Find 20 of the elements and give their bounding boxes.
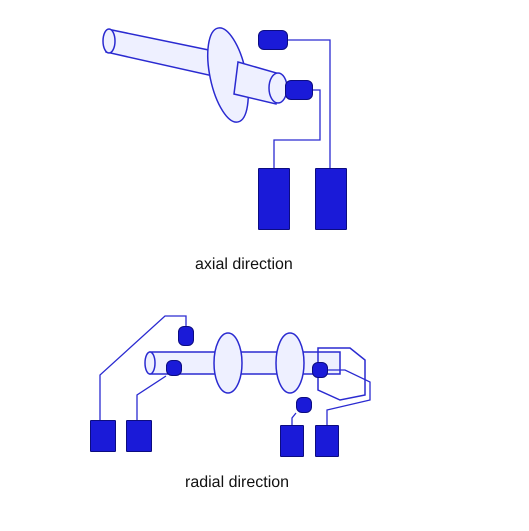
proximitor-block	[315, 425, 339, 457]
wire	[326, 369, 371, 425]
sensor-probe	[296, 397, 312, 413]
sensor-probe	[258, 30, 288, 50]
wire	[273, 89, 321, 168]
proximitor-block	[126, 420, 152, 452]
wire	[99, 315, 187, 420]
sensor-probe	[312, 362, 328, 378]
sensor-probe	[178, 326, 194, 346]
caption-label: radial direction	[185, 474, 290, 492]
wire	[291, 412, 296, 425]
proximitor-block	[90, 420, 116, 452]
sensor-probe	[285, 80, 313, 100]
proximitor-block	[280, 425, 304, 457]
sensor-probe	[166, 360, 182, 376]
proximitor-block	[258, 168, 290, 230]
proximitor-block	[315, 168, 347, 230]
wire	[288, 39, 331, 168]
wire	[136, 375, 166, 420]
caption-label: axial direction	[195, 256, 293, 274]
